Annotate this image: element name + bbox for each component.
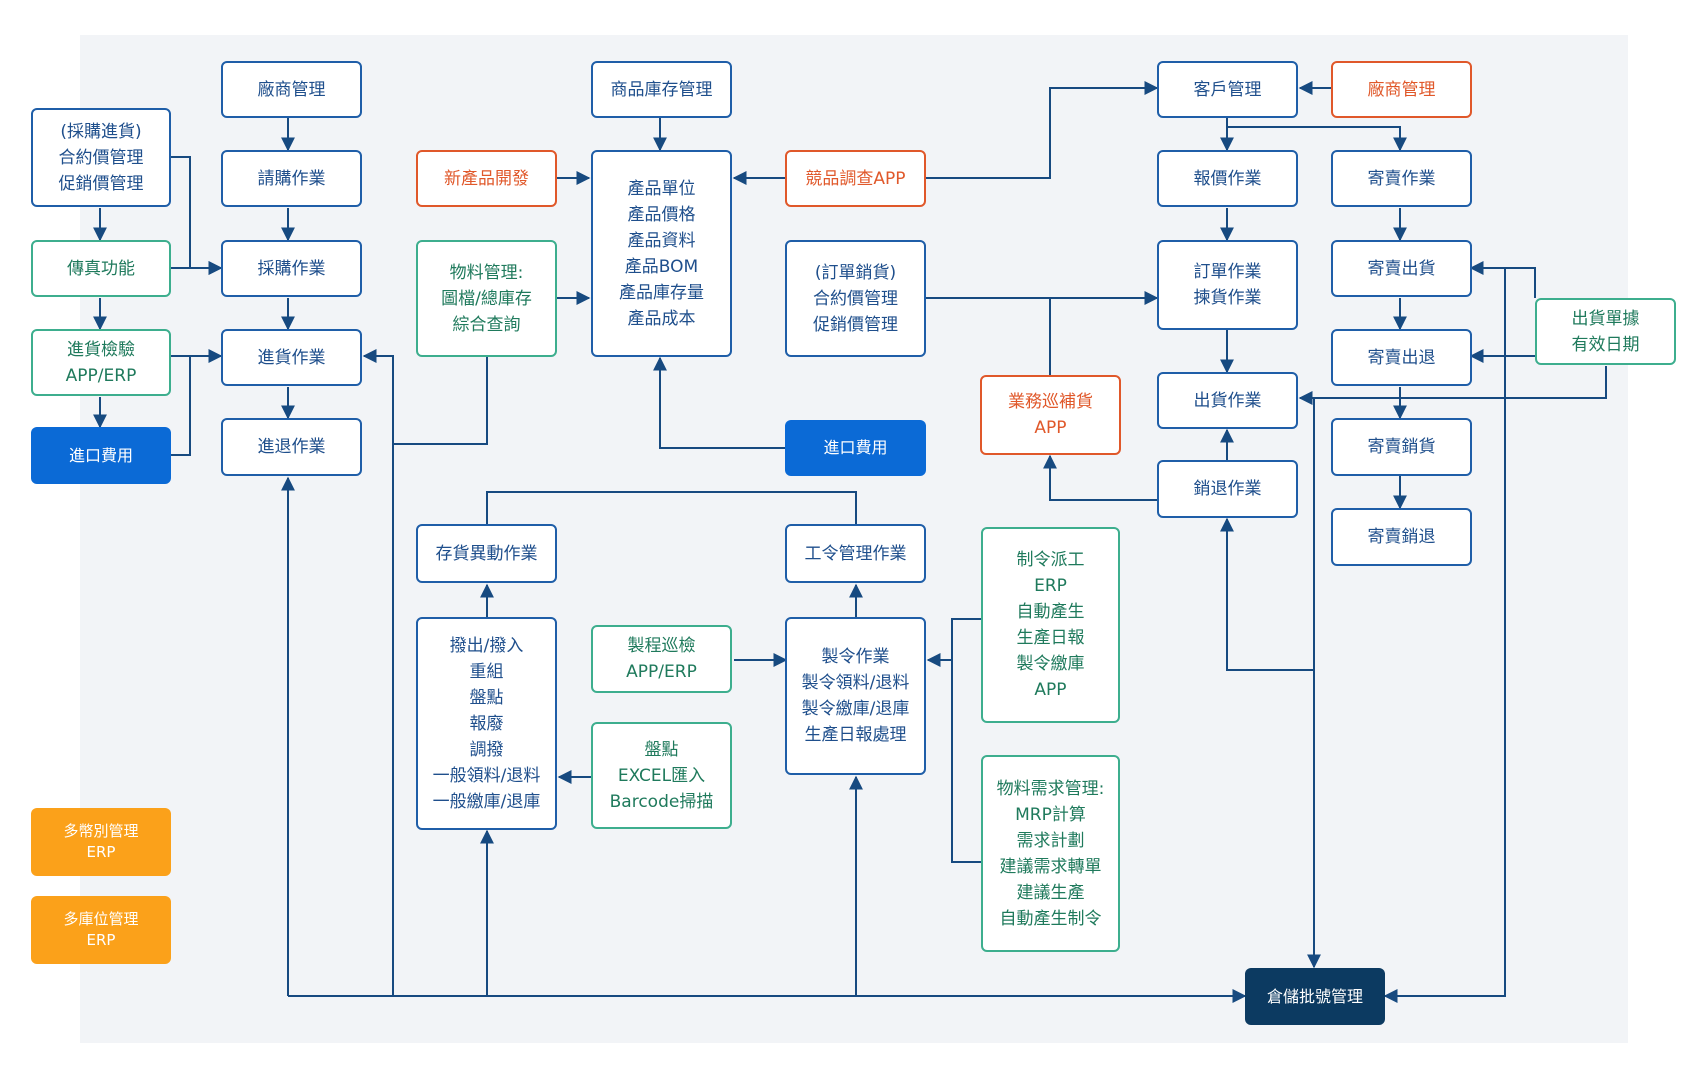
- warehouse-batch-mgmt-box[interactable]: 倉儲批號管理: [1245, 968, 1385, 1025]
- vendor-management-box[interactable]: 廠商管理: [221, 61, 362, 118]
- vendor-management-box-2[interactable]: 廠商管理: [1331, 61, 1472, 118]
- purchase-return-box[interactable]: 進退作業: [221, 418, 362, 476]
- new-product-dev-box[interactable]: 新產品開發: [416, 150, 557, 207]
- consignment-sales-return-box[interactable]: 寄賣銷退: [1331, 508, 1472, 566]
- shipping-box[interactable]: 出貨作業: [1157, 372, 1298, 429]
- arrow-doc-to-consign-ship: [1469, 261, 1536, 298]
- arrow-consign-bus-to-warehouse: [1383, 268, 1506, 1003]
- arrow-doc-to-shipping: [1298, 366, 1607, 405]
- quotation-box[interactable]: 報價作業: [1157, 150, 1298, 207]
- stocktake-import-box[interactable]: 盤點 EXCEL匯入 Barcode掃描: [591, 722, 732, 829]
- multi-location-box[interactable]: 多庫位管理 ERP: [31, 896, 171, 964]
- process-inspection-box[interactable]: 製程巡檢 APP/ERP: [591, 625, 732, 693]
- purchase-contract-price-box[interactable]: (採購進貨) 合約價管理 促銷價管理: [31, 108, 171, 207]
- inventory-operations-box[interactable]: 撥出/撥入 重組 盤點 報廢 調撥 一般領料/退料 一般繳庫/退庫: [416, 617, 557, 830]
- fax-function-box[interactable]: 傳真功能: [31, 240, 171, 297]
- competitor-survey-app-box[interactable]: 競品調查APP: [785, 150, 926, 207]
- requisition-box[interactable]: 請購作業: [221, 150, 362, 207]
- arrow-contract-to-purchasing: [170, 156, 223, 275]
- arrow-customer-to-consign: [1227, 126, 1407, 152]
- work-order-mgmt-box[interactable]: 工令管理作業: [785, 524, 926, 583]
- receiving-box[interactable]: 進貨作業: [221, 329, 362, 386]
- product-inventory-mgmt-box[interactable]: 商品庫存管理: [591, 61, 732, 118]
- arrow-salesreturn-to-replenish: [1043, 454, 1157, 501]
- sales-contract-price-box[interactable]: (訂單銷貨) 合約價管理 促銷價管理: [785, 240, 926, 357]
- inventory-changes-box[interactable]: 存貨異動作業: [416, 524, 557, 583]
- purchasing-box[interactable]: 採購作業: [221, 240, 362, 297]
- consignment-sales-box[interactable]: 寄賣銷貨: [1331, 418, 1472, 476]
- arrow-material-to-receiving: [362, 349, 488, 445]
- arrow-warehouse-to-salesreturn: [1220, 517, 1314, 671]
- work-order-box[interactable]: 製令作業 製令領料/退料 製令繳庫/退庫 生產日報處理: [785, 617, 926, 775]
- work-order-dispatch-box[interactable]: 制令派工 ERP 自動產生 生產日報 製令繳庫 APP: [981, 527, 1120, 723]
- incoming-inspection-box[interactable]: 進貨檢驗 APP/ERP: [31, 329, 171, 396]
- multi-currency-box[interactable]: 多幣別管理 ERP: [31, 808, 171, 876]
- arrow-dispatch-mrp-to-workorder: [928, 618, 981, 863]
- arrow-import2-to-core: [653, 356, 785, 449]
- customer-management-box[interactable]: 客戶管理: [1157, 61, 1298, 118]
- arrow-competitor-to-customer: [926, 81, 1159, 179]
- import-cost-box[interactable]: 進口費用: [31, 427, 171, 484]
- shipping-doc-expiry-box[interactable]: 出貨單據 有效日期: [1535, 298, 1676, 365]
- consignment-box[interactable]: 寄賣作業: [1331, 150, 1472, 207]
- sales-return-box[interactable]: 銷退作業: [1157, 460, 1298, 518]
- order-picking-box[interactable]: 訂單作業 揀貨作業: [1157, 240, 1298, 330]
- line-changes-to-core: [486, 491, 857, 524]
- consignment-shipping-box[interactable]: 寄賣出貨: [1331, 240, 1472, 297]
- mrp-box[interactable]: 物料需求管理: MRP計算 需求計劃 建議需求轉單 建議生產 自動產生制令: [981, 755, 1120, 952]
- material-management-box[interactable]: 物料管理: 圖檔/總庫存 綜合查詢: [416, 240, 557, 357]
- replenish-app-box[interactable]: 業務巡補貨 APP: [980, 375, 1121, 455]
- line-import-to-receiving: [170, 356, 191, 456]
- import-cost-box-2[interactable]: 進口費用: [785, 420, 926, 476]
- consignment-return-box[interactable]: 寄賣出退: [1331, 329, 1472, 386]
- product-core-box[interactable]: 產品單位 產品價格 產品資料 產品BOM 產品庫存量 產品成本: [591, 150, 732, 357]
